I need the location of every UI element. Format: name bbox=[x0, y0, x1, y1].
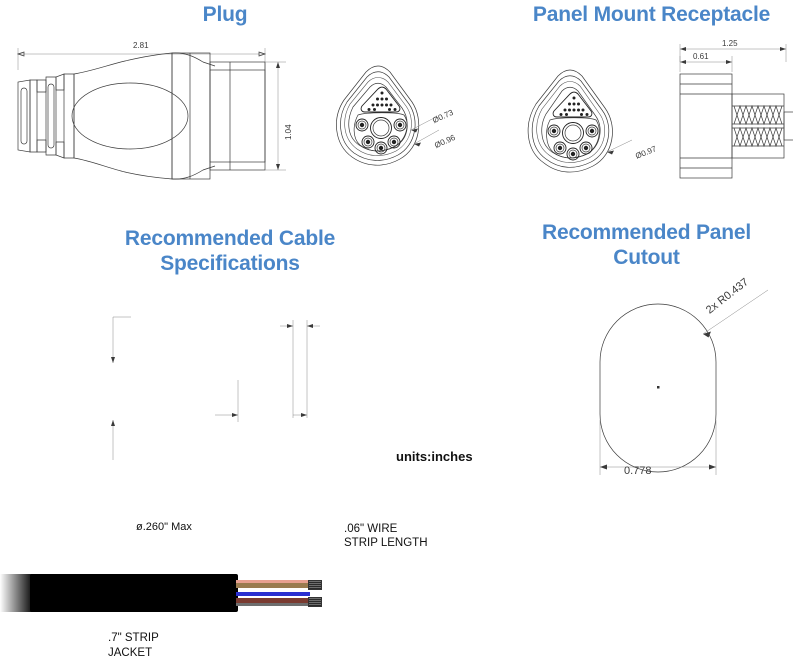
plug-length-dimension: 2.81 bbox=[133, 41, 149, 50]
cable-dimension-lines bbox=[111, 316, 320, 460]
receptacle-section: Panel Mount Receptacle bbox=[470, 0, 793, 200]
wire-strip-length-label-line1: .06" WIRE bbox=[344, 523, 398, 535]
cutout-title-line2: Cutout bbox=[613, 246, 680, 269]
cutout-width-dimension: 0.778 bbox=[624, 465, 652, 477]
receptacle-side-view-drawing bbox=[679, 44, 793, 179]
receptacle-body-length-dimension: 0.61 bbox=[693, 52, 709, 61]
units-note: units:inches bbox=[396, 449, 473, 464]
wire-tip-top bbox=[308, 580, 322, 590]
cable-jacket-fade bbox=[0, 574, 34, 612]
strip-jacket-label-line1: .7" STRIP bbox=[108, 632, 159, 644]
wire-5 bbox=[236, 603, 310, 606]
receptacle-front-view-drawing bbox=[527, 69, 633, 173]
wire-3 bbox=[236, 592, 310, 596]
cable-title-line1: Recommended Cable bbox=[124, 227, 336, 250]
plug-front-view-drawing bbox=[336, 65, 440, 166]
wire-2 bbox=[236, 583, 310, 588]
panel-cutout-section: Recommended Panel Cutout 2x R0.437 0.778 bbox=[500, 210, 793, 494]
plug-section: Plug bbox=[0, 0, 460, 200]
strip-jacket-label-line2: JACKET bbox=[108, 647, 153, 659]
receptacle-overall-length-dimension: 1.25 bbox=[722, 39, 738, 48]
plug-title: Plug bbox=[202, 3, 248, 26]
wire-strip-length-label-line2: STRIP LENGTH bbox=[344, 537, 428, 549]
cable-title-line2: Specifications bbox=[160, 252, 300, 275]
cable-jacket-diameter-label: ø.260" Max bbox=[136, 521, 192, 533]
receptacle-title: Panel Mount Receptacle bbox=[532, 3, 771, 26]
cable-jacket bbox=[30, 574, 238, 612]
cutout-title-line1: Recommended Panel bbox=[542, 221, 751, 244]
plug-side-view-drawing bbox=[16, 48, 286, 180]
wire-tip-bottom bbox=[308, 597, 322, 607]
plug-height-dimension: 1.04 bbox=[284, 124, 293, 140]
panel-cutout-drawing bbox=[599, 289, 769, 475]
